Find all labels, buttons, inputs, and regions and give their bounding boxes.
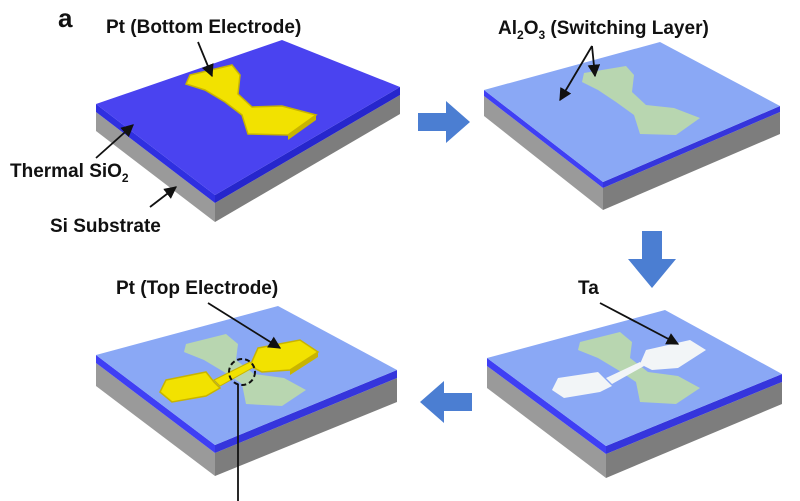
step4-substrate-right bbox=[215, 378, 397, 476]
step4-pt-top-left bbox=[159, 371, 222, 403]
label-ta: Ta bbox=[578, 278, 599, 299]
step4-pt-edge bbox=[290, 352, 318, 375]
step2-substrate-right bbox=[603, 112, 780, 210]
step1-substrate-front bbox=[96, 112, 215, 222]
callout-switching-layer-1 bbox=[559, 45, 593, 102]
step2-device bbox=[484, 42, 780, 210]
step2-oxide-right bbox=[603, 106, 780, 188]
step1-oxide-right bbox=[215, 87, 400, 203]
label-substrate: Si Substrate bbox=[50, 216, 161, 237]
step4-device bbox=[96, 306, 397, 476]
step3-ta-bridge bbox=[606, 362, 644, 384]
flow-arrow-right bbox=[418, 101, 470, 143]
callout-thermal-sio2 bbox=[95, 124, 134, 159]
step3-oxide-front bbox=[487, 358, 606, 454]
flow-arrow-down bbox=[628, 231, 676, 288]
step1-substrate-right bbox=[215, 95, 400, 222]
label-switching-layer: Al2O3 (Switching Layer) bbox=[498, 18, 709, 42]
step4-oxide-front bbox=[96, 355, 215, 453]
step4-substrate-front bbox=[96, 363, 215, 476]
step2-oxide-front bbox=[484, 90, 603, 188]
callout-ta bbox=[599, 302, 680, 345]
label-thermal-sio2: Thermal SiO2 bbox=[10, 161, 129, 185]
callout-switching-layer-2 bbox=[587, 45, 601, 78]
step2-covered-electrode bbox=[582, 66, 700, 135]
callout-bottom-electrode bbox=[197, 41, 214, 78]
flow-arrow-left bbox=[420, 381, 472, 423]
step3-device bbox=[487, 310, 782, 478]
step1-pt-edge bbox=[288, 115, 316, 140]
step3-substrate-front bbox=[487, 366, 606, 478]
step3-oxide-right bbox=[606, 374, 782, 454]
label-top-electrode: Pt (Top Electrode) bbox=[116, 278, 278, 299]
step4-oxide-right bbox=[215, 370, 397, 453]
step2-substrate-front bbox=[484, 96, 603, 210]
step3-substrate-right bbox=[606, 382, 782, 478]
label-bottom-electrode: Pt (Bottom Electrode) bbox=[106, 17, 301, 38]
callout-top-electrode bbox=[207, 302, 282, 349]
crosspoint-highlight bbox=[228, 358, 256, 386]
step1-device bbox=[96, 40, 400, 222]
panel-letter: a bbox=[58, 3, 73, 33]
step3-ta-electrode-right bbox=[640, 340, 706, 370]
callout-substrate bbox=[149, 186, 177, 208]
step3-ta-electrode-left bbox=[552, 372, 612, 398]
